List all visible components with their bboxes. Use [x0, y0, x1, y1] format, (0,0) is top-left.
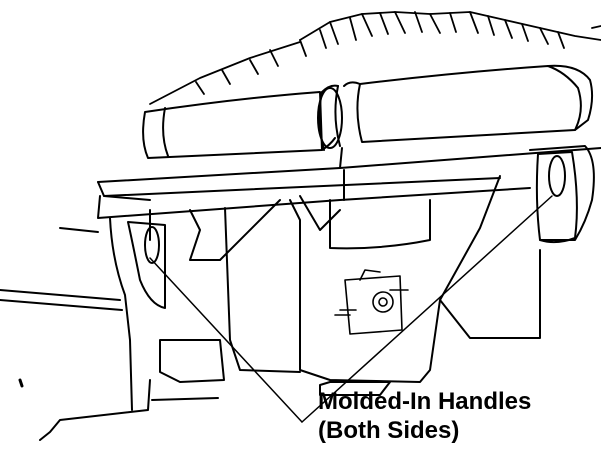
right-roller	[343, 64, 594, 143]
left-handle-icon	[127, 221, 166, 309]
center-roller	[317, 84, 343, 151]
left-roller	[142, 91, 336, 159]
callout-label: Molded-In Handles (Both Sides)	[318, 387, 531, 445]
callout-leader-lines	[149, 195, 553, 423]
callout-line-2: (Both Sides)	[318, 417, 460, 444]
front-crossbar	[59, 145, 601, 241]
lower-frame	[0, 175, 541, 441]
callout-line-1: Molded-In Handles	[318, 388, 532, 415]
center-mechanism	[334, 269, 409, 335]
top-ribs	[149, 11, 601, 105]
right-handle-icon	[535, 151, 578, 244]
